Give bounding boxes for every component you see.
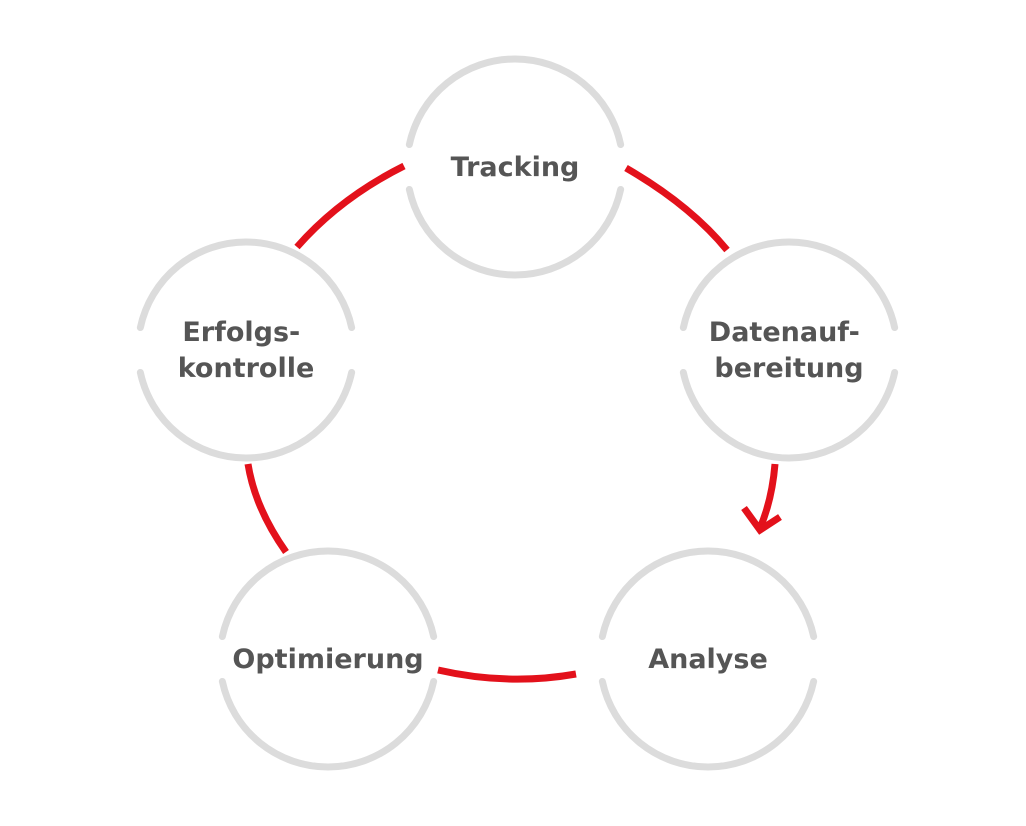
node-label-line: Erfolgs- — [182, 317, 300, 348]
arrowhead-analyse — [741, 505, 782, 535]
node-datenaufbereitung: Datenauf- bereitung — [679, 238, 899, 462]
node-ring-bottom-arc — [218, 677, 438, 771]
node-label: Erfolgs- kontrolle — [178, 317, 315, 384]
node-label-line: kontrolle — [178, 353, 315, 384]
node-label-line: Optimierung — [232, 644, 423, 675]
node-analyse: Analyse — [598, 547, 818, 771]
connector-analyse-to-optimierung — [437, 666, 577, 683]
node-label: Analyse — [648, 644, 768, 675]
node-label: Optimierung — [232, 644, 423, 675]
node-label-line: Tracking — [451, 152, 580, 183]
connector-erfolgskontrolle-to-tracking — [294, 162, 406, 250]
connectors-layer — [244, 162, 782, 683]
node-optimierung: Optimierung — [218, 547, 438, 771]
node-label-line: bereitung — [714, 353, 863, 384]
nodes-layer: Tracking Datenauf- bereitung Analyse Opt… — [136, 55, 899, 771]
connector-tracking-to-datenaufbereitung — [624, 164, 730, 253]
node-ring-top-arc — [598, 547, 818, 641]
node-ring-bottom-arc — [136, 368, 356, 462]
node-ring-bottom-arc — [679, 368, 899, 462]
node-label: Datenauf- bereitung — [709, 317, 869, 384]
node-ring-top-arc — [136, 238, 356, 332]
node-label-line: Datenauf- — [709, 317, 860, 348]
node-ring-bottom-arc — [598, 677, 818, 771]
connector-optimierung-to-erfolgskontrolle — [244, 463, 289, 555]
node-ring-top-arc — [218, 547, 438, 641]
node-erfolgskontrolle: Erfolgs- kontrolle — [136, 238, 356, 462]
node-label: Tracking — [451, 152, 580, 183]
node-ring-bottom-arc — [405, 185, 625, 279]
node-ring-top-arc — [679, 238, 899, 332]
node-ring-top-arc — [405, 55, 625, 149]
node-tracking: Tracking — [405, 55, 625, 279]
node-label-line: Analyse — [648, 644, 768, 675]
connector-datenaufbereitung-to-analyse — [756, 463, 779, 530]
